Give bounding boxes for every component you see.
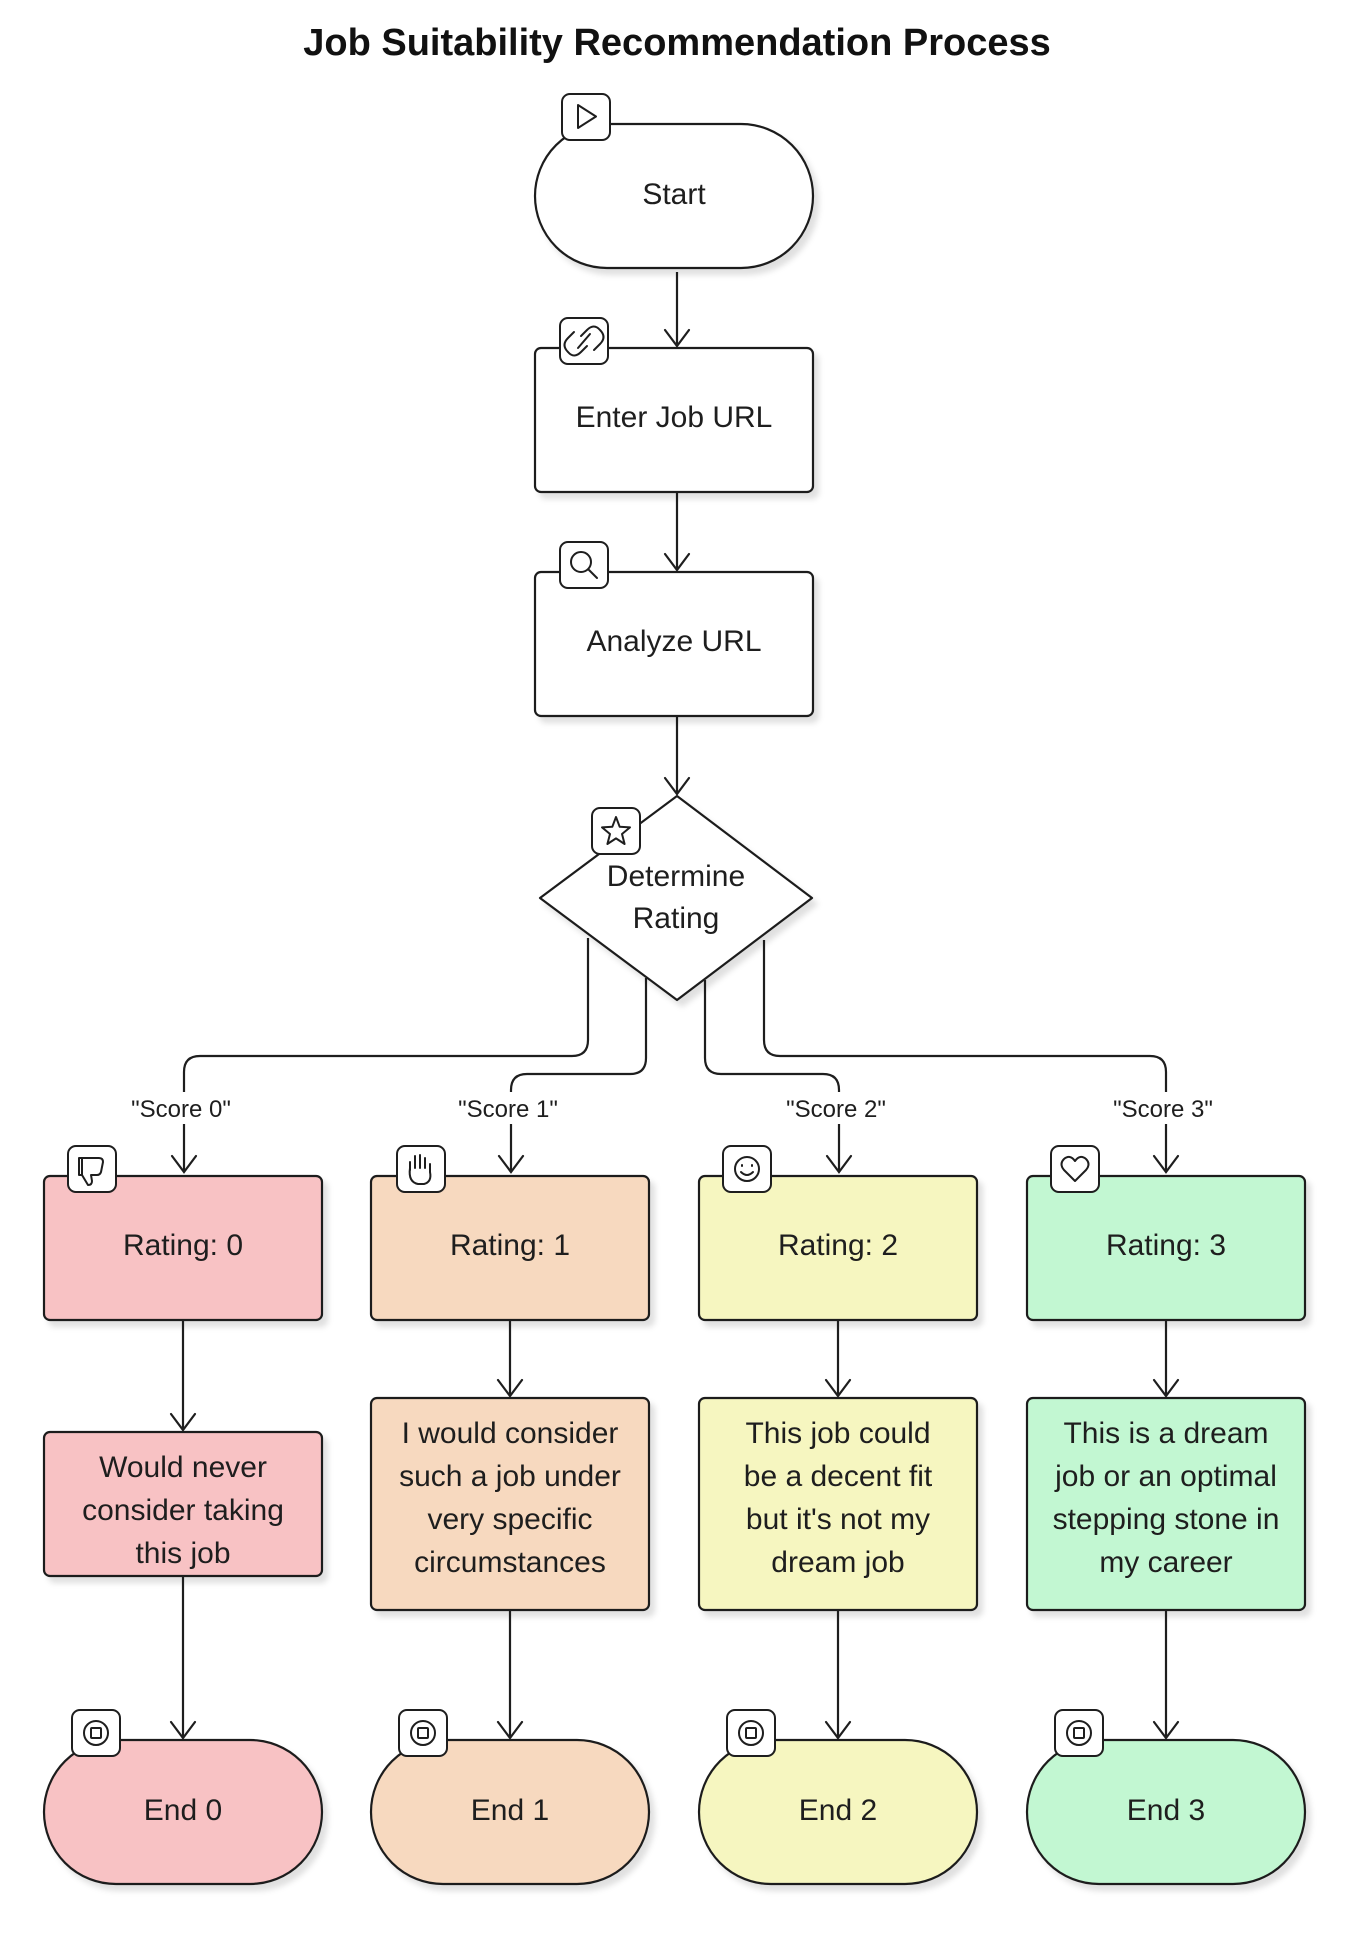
- end-2-node-shape: [697, 1738, 979, 1886]
- analyze-url-node-label: Analyze URL: [586, 625, 761, 658]
- end-1-node-shape: [369, 1738, 651, 1886]
- start-node[interactable]: Start: [533, 93, 815, 270]
- edge-determine-to-rating-3: [762, 940, 1168, 1170]
- enter-url-node-label: Enter Job URL: [576, 401, 773, 434]
- edge-label-bg: [1100, 1092, 1232, 1124]
- edge-labels: "Score 0" "Score 1" "Score 2" "Score 3": [118, 1092, 1232, 1124]
- end-2-label: End 2: [799, 1794, 877, 1827]
- analyze-url-node-shape: [533, 570, 815, 718]
- arrowhead: [1152, 1720, 1180, 1740]
- rating-2-node[interactable]: Rating: 2: [697, 1145, 979, 1322]
- star-icon: [591, 807, 641, 855]
- description-3-node[interactable]: This is a dream job or an optimal steppi…: [1025, 1396, 1307, 1612]
- determine-rating-node[interactable]: Determine Rating: [538, 794, 814, 1002]
- arrowhead: [825, 1154, 853, 1174]
- edge-label-score-3: "Score 3": [1113, 1096, 1213, 1123]
- description-2-line-1: This job could: [745, 1417, 930, 1450]
- branch-score-1: Rating: 1 I would consider such a job un…: [369, 1145, 651, 1886]
- end-0-label: End 0: [144, 1794, 222, 1827]
- end-3-node[interactable]: End 3: [1025, 1709, 1307, 1886]
- analyze-url-node[interactable]: Analyze URL: [533, 541, 815, 718]
- rating-2-label: Rating: 2: [778, 1229, 898, 1262]
- description-1-line-1: I would consider: [402, 1417, 619, 1450]
- edge-determine-to-rating-0: [182, 938, 590, 1170]
- arrowhead: [496, 1378, 524, 1398]
- thumbs-down-icon: [67, 1145, 117, 1193]
- rating-1-node[interactable]: Rating: 1: [369, 1145, 651, 1322]
- description-2-line-2: be a decent fit: [744, 1460, 933, 1493]
- description-1-line-2: such a job under: [399, 1460, 621, 1493]
- arrowhead: [1152, 1378, 1180, 1398]
- end-3-node-shape: [1025, 1738, 1307, 1886]
- rating-0-label: Rating: 0: [123, 1229, 243, 1262]
- description-0-line-2: consider taking: [82, 1494, 284, 1527]
- description-3-line-4: my career: [1099, 1546, 1232, 1579]
- play-icon: [561, 93, 611, 141]
- end-3-label: End 3: [1127, 1794, 1205, 1827]
- end-1-label: End 1: [471, 1794, 549, 1827]
- arrowhead: [663, 776, 691, 796]
- heart-icon: [1050, 1145, 1100, 1193]
- rating-3-node[interactable]: Rating: 3: [1025, 1145, 1307, 1322]
- description-0-line-3: this job: [135, 1537, 230, 1570]
- enter-url-node[interactable]: Enter Job URL: [533, 317, 815, 494]
- branch-score-0: Rating: 0 Would never consider taking th…: [42, 1145, 324, 1886]
- arrowhead: [169, 1412, 197, 1432]
- arrowhead: [824, 1378, 852, 1398]
- description-0-node[interactable]: Would never consider taking this job: [42, 1430, 324, 1578]
- stop-icon: [726, 1709, 776, 1757]
- description-2-line-4: dream job: [771, 1546, 904, 1579]
- arrowhead: [170, 1154, 198, 1174]
- description-1-line-3: very specific: [427, 1503, 592, 1536]
- rating-3-label: Rating: 3: [1106, 1229, 1226, 1262]
- edge-label-bg: [445, 1092, 577, 1124]
- search-icon: [559, 541, 609, 589]
- edge-label-score-1: "Score 1": [458, 1096, 558, 1123]
- stop-icon: [1054, 1709, 1104, 1757]
- description-1-line-4: circumstances: [414, 1546, 606, 1579]
- branch-score-3: Rating: 3 This is a dream job or an opti…: [1025, 1145, 1307, 1886]
- arrowhead: [663, 328, 691, 348]
- hand-icon: [396, 1145, 446, 1193]
- arrowhead: [824, 1720, 852, 1740]
- start-node-shape: [533, 122, 815, 270]
- determine-rating-node-shape: [538, 794, 814, 1002]
- edge-determine-to-rating-1: [509, 978, 648, 1170]
- determine-rating-label-line-2: Rating: [633, 902, 720, 935]
- link-icon: [559, 317, 609, 365]
- diagram-title: Job Suitability Recommendation Process: [303, 22, 1051, 64]
- arrowhead: [497, 1154, 525, 1174]
- start-node-label: Start: [642, 178, 706, 211]
- description-1-node[interactable]: I would consider such a job under very s…: [369, 1396, 651, 1612]
- edge-label-bg: [773, 1092, 905, 1124]
- smile-icon: [722, 1145, 772, 1193]
- edges: [170, 272, 1180, 1174]
- branch-score-2: Rating: 2 This job could be a decent fit…: [697, 1145, 979, 1886]
- edge-label-bg: [118, 1092, 250, 1124]
- stop-icon: [398, 1709, 448, 1757]
- end-2-node[interactable]: End 2: [697, 1709, 979, 1886]
- description-2-line-3: but it's not my: [746, 1503, 930, 1536]
- description-3-line-2: job or an optimal: [1054, 1460, 1277, 1493]
- end-1-node[interactable]: End 1: [369, 1709, 651, 1886]
- rating-1-label: Rating: 1: [450, 1229, 570, 1262]
- arrowhead: [169, 1720, 197, 1740]
- description-3-line-3: stepping stone in: [1053, 1503, 1280, 1536]
- edge-label-score-0: "Score 0": [131, 1096, 231, 1123]
- edge-label-score-2: "Score 2": [786, 1096, 886, 1123]
- description-2-node[interactable]: This job could be a decent fit but it's …: [697, 1396, 979, 1612]
- determine-rating-label-line-1: Determine: [607, 860, 745, 893]
- stop-icon: [71, 1709, 121, 1757]
- arrowhead: [663, 552, 691, 572]
- enter-url-node-shape: [533, 346, 815, 494]
- edge-determine-to-rating-2: [703, 980, 841, 1170]
- rating-0-node[interactable]: Rating: 0: [42, 1145, 324, 1322]
- description-0-line-1: Would never: [99, 1451, 267, 1484]
- arrowhead: [1152, 1154, 1180, 1174]
- end-0-node[interactable]: End 0: [42, 1709, 324, 1886]
- end-0-node-shape: [42, 1738, 324, 1886]
- description-3-line-1: This is a dream: [1063, 1417, 1268, 1450]
- arrowhead: [496, 1720, 524, 1740]
